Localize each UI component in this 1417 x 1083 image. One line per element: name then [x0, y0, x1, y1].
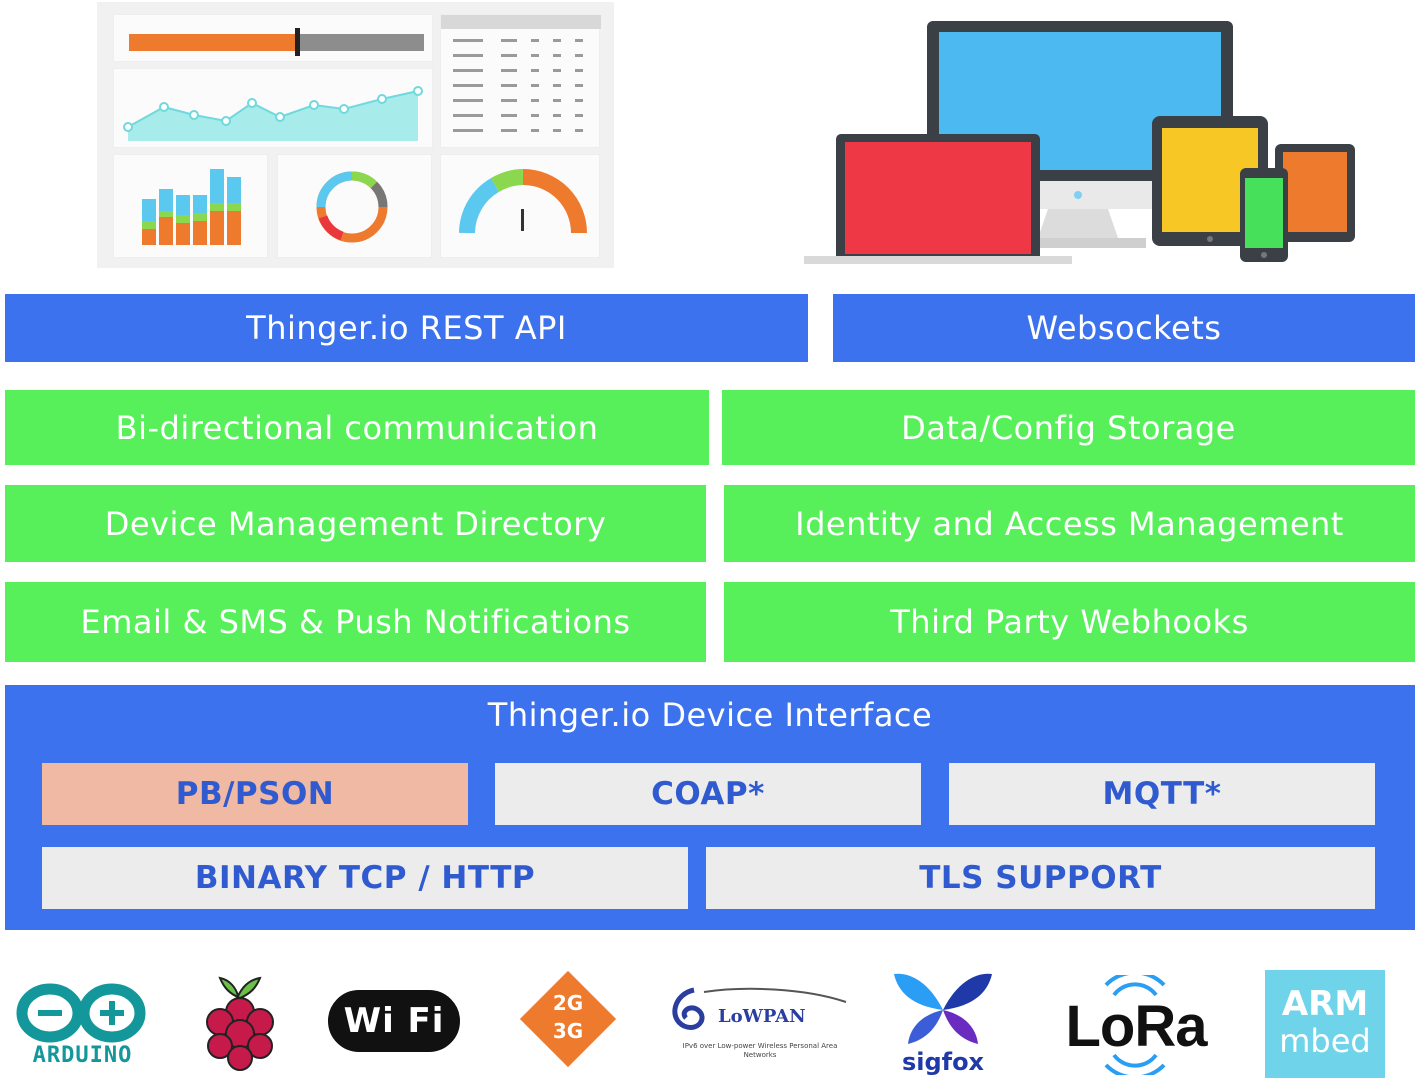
device-interface-panel: Thinger.io Device Interface PB/PSON COAP…: [5, 685, 1415, 930]
cellular-logo: 2G 3G: [510, 970, 628, 1070]
feature-bidirectional: Bi-directional communication: [5, 390, 709, 465]
progress-panel: [113, 14, 433, 62]
protocol-coap: COAP*: [495, 763, 921, 825]
sigfox-label: sigfox: [901, 1048, 985, 1076]
lowpan-swirl-icon: [672, 987, 847, 1030]
device-interface-title: Thinger.io Device Interface: [487, 696, 933, 734]
sigfox-butterfly-icon: [894, 973, 992, 1044]
dashboard-illustration: [97, 2, 614, 268]
cellular-3g-label: 3G: [552, 1019, 584, 1043]
table-icon: [441, 15, 601, 132]
lowpan-label: LoWPAN: [718, 1006, 806, 1027]
feature-storage: Data/Config Storage: [722, 390, 1415, 465]
line-chart-panel: [113, 68, 433, 148]
donut-chart-panel: [277, 154, 432, 258]
gauge-icon: [459, 169, 587, 234]
feature-device-management: Device Management Directory: [5, 485, 706, 562]
feature-webhooks: Third Party Webhooks: [724, 582, 1415, 662]
raspberry-pi-logo: [190, 970, 290, 1075]
mbed-label: mbed: [1279, 1022, 1371, 1060]
lowpan-subtitle: IPv6 over Low-power Wireless Personal Ar…: [682, 1042, 838, 1059]
lora-logo: LoRa: [1036, 970, 1236, 1080]
rest-api-bar: Thinger.io REST API: [5, 294, 808, 362]
transport-tls-support: TLS SUPPORT: [706, 847, 1375, 909]
feature-notifications: Email & SMS & Push Notifications: [5, 582, 706, 662]
websockets-bar: Websockets: [833, 294, 1415, 362]
protocol-pb-pson: PB/PSON: [42, 763, 468, 825]
sigfox-logo: sigfox: [888, 970, 998, 1080]
lowpan-logo: LoWPAN IPv6 over Low-power Wireless Pers…: [664, 978, 854, 1070]
bar-chart-panel: [113, 154, 268, 258]
transport-binary-tcp-http: BINARY TCP / HTTP: [42, 847, 688, 909]
line-chart-icon: [123, 86, 423, 141]
arduino-logo: ARDUINO: [10, 975, 155, 1075]
gauge-panel: [440, 154, 600, 258]
arduino-label: ARDUINO: [32, 1043, 133, 1068]
bar-chart-icon: [142, 169, 241, 245]
progress-fill: [129, 34, 297, 51]
cellular-2g-label: 2G: [552, 991, 584, 1015]
arm-mbed-logo: ARM mbed: [1265, 970, 1385, 1078]
feature-identity-access: Identity and Access Management: [724, 485, 1415, 562]
devices-illustration: [800, 18, 1360, 268]
raspberry-pi-icon: [206, 976, 274, 1071]
arm-label: ARM: [1281, 984, 1369, 1024]
table-panel: [440, 14, 601, 148]
lora-label: LoRa: [1065, 994, 1208, 1059]
wifi-logo: Wi Fi: [328, 990, 478, 1060]
arduino-infinity-icon: [16, 983, 146, 1043]
protocol-mqtt: MQTT*: [949, 763, 1375, 825]
wifi-badge: Wi Fi: [328, 990, 460, 1052]
wifi-label: Wi Fi: [343, 1001, 445, 1041]
donut-chart-icon: [316, 171, 388, 243]
progress-marker: [295, 28, 300, 56]
devices-icon: [804, 21, 1355, 264]
